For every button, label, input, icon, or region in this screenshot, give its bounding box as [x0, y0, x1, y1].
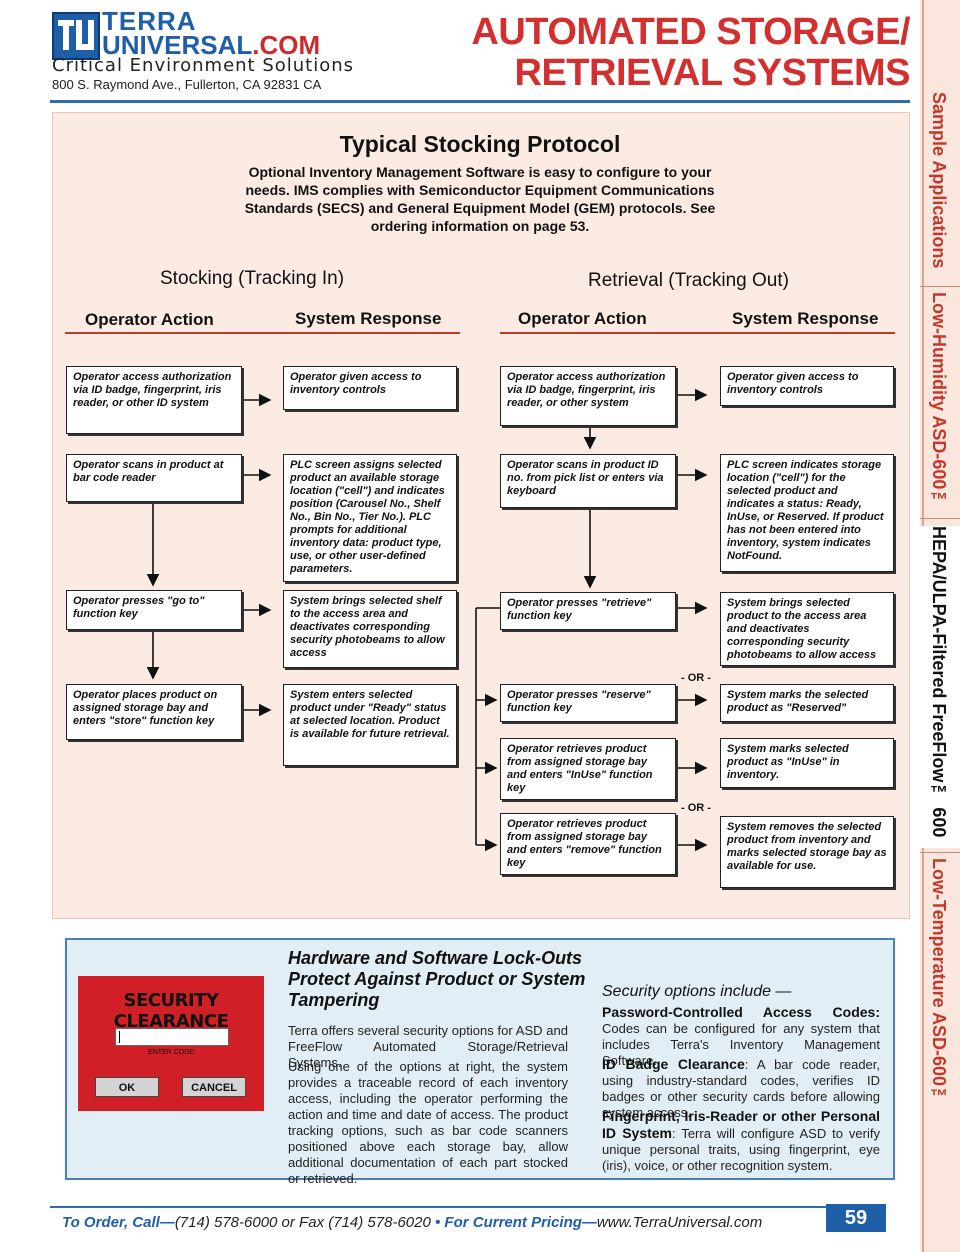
- or-label: - OR -: [681, 802, 711, 814]
- option-text: : Terra will configure ASD to verify uni…: [602, 1126, 880, 1173]
- retrieval-sys-box-2: PLC screen indicates storage location ("…: [720, 454, 894, 572]
- or-label: - OR -: [681, 672, 711, 684]
- option-name: Password-Controlled Access Codes:: [602, 1004, 880, 1020]
- stocking-sys-box-4: System enters selected product under "Re…: [283, 684, 457, 766]
- retrieval-op-box-4: Operator presses "reserve" function key: [500, 684, 676, 722]
- stocking-op-box-3: Operator presses "go to" function key: [66, 590, 242, 630]
- retrieval-sys-box-6: System removes the selected product from…: [720, 816, 894, 888]
- option-text: : A bar code reader, using industry-stan…: [602, 1057, 880, 1120]
- protocol-title: Typical Stocking Protocol: [339, 131, 621, 157]
- side-tab-divider: [920, 852, 960, 853]
- retrieval-operator-heading: Operator Action: [518, 309, 647, 328]
- security-cancel-button[interactable]: CANCEL: [182, 1077, 246, 1097]
- stocking-op-box-1: Operator access authorization via ID bad…: [66, 366, 242, 434]
- option-name: ID Badge Clearance: [602, 1056, 745, 1072]
- brand-dotcom-text: .COM: [252, 30, 321, 60]
- retrieval-heading-rule: [500, 332, 895, 334]
- side-tab-divider: [920, 286, 960, 287]
- footer-divider: [50, 1206, 870, 1208]
- stocking-sys-box-1: Operator given access to inventory contr…: [283, 366, 457, 410]
- stocking-sys-box-3: System brings selected shelf to the acce…: [283, 590, 457, 668]
- retrieval-sys-box-3: System brings selected product to the ac…: [720, 592, 894, 666]
- side-tab-sample-applications[interactable]: Sample Applications: [920, 92, 960, 284]
- page-number: 59: [844, 1207, 868, 1229]
- side-tab-low-temperature[interactable]: Low-Temperature ASD-600™: [920, 858, 960, 1118]
- website-link[interactable]: www.TerraUniversal.com: [596, 1214, 763, 1231]
- company-tagline: Critical Environment Solutions: [52, 55, 355, 76]
- order-phone: (714) 578-6000 or Fax (714) 578-6020: [174, 1214, 431, 1231]
- security-intro-paragraph: Terra offers several security options fo…: [288, 1023, 568, 1070]
- pricing-label: For Current Pricing—: [444, 1214, 597, 1231]
- flow-connectors: [146, 388, 708, 852]
- brand-name-universal: UNIVERSAL.COM: [102, 30, 320, 61]
- stocking-section-heading: Stocking (Tracking In): [160, 268, 345, 289]
- stocking-operator-heading: Operator Action: [85, 310, 214, 329]
- protocol-description: Optional Inventory Management Software i…: [244, 164, 716, 234]
- side-tab-label: HEPA/ULPA-Filtered FreeFlow™ 600: [929, 526, 949, 838]
- stocking-op-box-2: Operator scans in product at bar code re…: [66, 454, 242, 502]
- security-headline: Hardware and Software Lock-Outs Protect …: [288, 948, 586, 1010]
- retrieval-op-box-2: Operator scans in product ID no. from pi…: [500, 454, 676, 508]
- side-tab-hepa-ulpa[interactable]: HEPA/ULPA-Filtered FreeFlow™ 600: [920, 526, 960, 848]
- retrieval-op-box-1: Operator access authorization via ID bad…: [500, 366, 676, 426]
- retrieval-op-box-5: Operator retrieves product from assigned…: [500, 738, 676, 800]
- security-code-input[interactable]: [115, 1028, 229, 1046]
- security-options-heading: Security options include —: [602, 983, 792, 1000]
- header-divider: [50, 100, 910, 103]
- retrieval-op-box-6: Operator retrieves product from assigned…: [500, 813, 676, 875]
- retrieval-sys-box-1: Operator given access to inventory contr…: [720, 366, 894, 406]
- brand-universal-text: UNIVERSAL: [102, 30, 253, 60]
- page-title-line1: AUTOMATED STORAGE/: [471, 11, 910, 53]
- terra-logo-icon: [52, 12, 100, 60]
- option-text: Codes can be configured for any system t…: [602, 1021, 880, 1068]
- security-option-password: Password-Controlled Access Codes: Codes …: [602, 1004, 880, 1069]
- retrieval-op-box-3: Operator presses "retrieve" function key: [500, 592, 676, 630]
- stocking-op-box-4: Operator places product on assigned stor…: [66, 684, 242, 740]
- option-name: Fingerprint, Iris-Reader or other Person…: [602, 1108, 880, 1141]
- side-tab-label: Low-Humidity ASD-600™: [929, 292, 949, 510]
- brand-name-terra: TERRA: [102, 6, 197, 36]
- retrieval-sys-box-4: System marks the selected product as "Re…: [720, 684, 894, 722]
- stocking-heading-rule: [65, 332, 460, 334]
- order-label: To Order, Call—: [62, 1214, 175, 1231]
- side-tab-label: Low-Temperature ASD-600™: [929, 858, 949, 1107]
- page-number-badge: [826, 1204, 886, 1232]
- security-option-biometric: Fingerprint, Iris-Reader or other Person…: [602, 1108, 880, 1174]
- side-tab-low-humidity[interactable]: Low-Humidity ASD-600™: [920, 292, 960, 514]
- security-ok-button[interactable]: OK: [95, 1077, 159, 1097]
- side-tab-divider: [920, 518, 960, 519]
- company-address: 800 S. Raymond Ave., Fullerton, CA 92831…: [52, 77, 322, 92]
- retrieval-system-heading: System Response: [732, 309, 879, 328]
- side-tab-label: Sample Applications: [929, 92, 949, 269]
- stocking-system-heading: System Response: [295, 309, 442, 328]
- stocking-sys-box-2: PLC screen assigns selected product an a…: [283, 454, 457, 582]
- retrieval-sys-box-5: System marks selected product as "InUse"…: [720, 738, 894, 788]
- security-body-paragraph: Using one of the options at right, the s…: [288, 1059, 568, 1186]
- security-option-id-badge: ID Badge Clearance: A bar code reader, u…: [602, 1056, 880, 1121]
- security-clearance-title: SECURITY CLEARANCE: [113, 990, 229, 1032]
- footer-bullet: •: [430, 1214, 445, 1231]
- security-code-label: ENTER CODE:: [148, 1049, 196, 1056]
- footer-contact: To Order, Call—(714) 578-6000 or Fax (71…: [62, 1214, 762, 1231]
- page-title-line2: RETRIEVAL SYSTEMS: [514, 52, 911, 94]
- text-caret: [119, 1031, 120, 1043]
- page-title: AUTOMATED STORAGE/ RETRIEVAL SYSTEMS: [471, 12, 910, 94]
- retrieval-section-heading: Retrieval (Tracking Out): [588, 270, 789, 291]
